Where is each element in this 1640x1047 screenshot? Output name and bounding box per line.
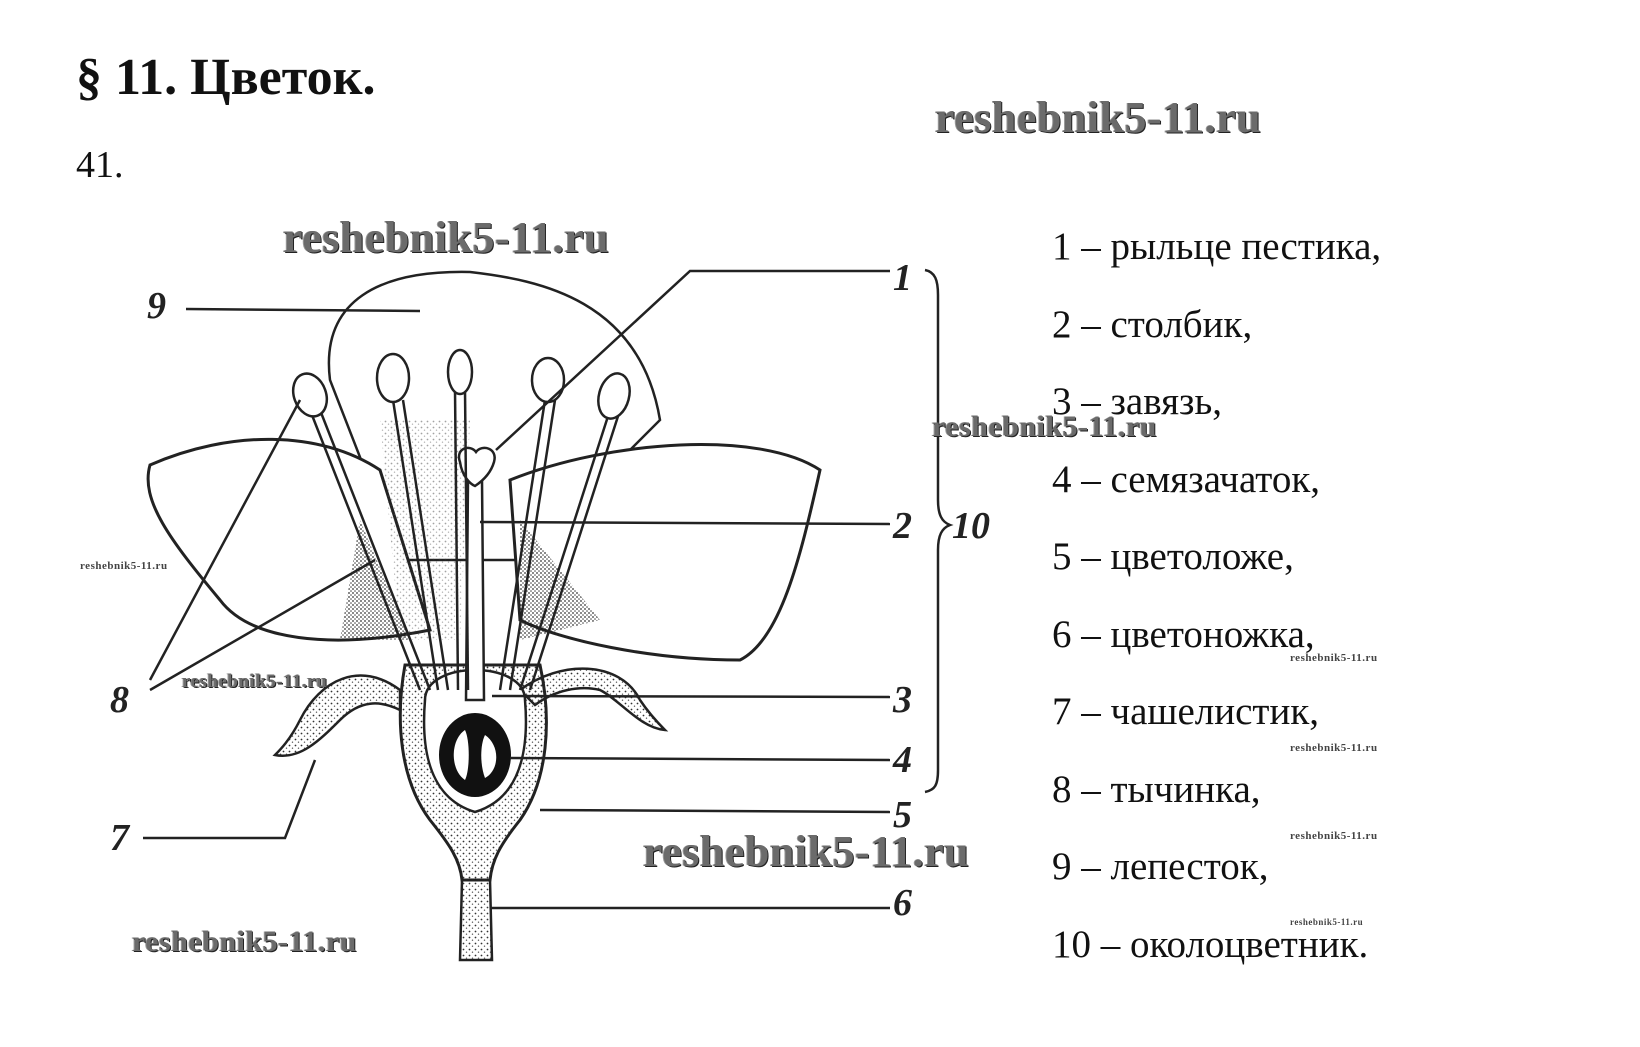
watermark-tiny-1: reshebnik5-11.ru (1290, 652, 1378, 664)
section-title: § 11. Цветок. (76, 49, 376, 106)
callout-3: 3 (892, 679, 912, 721)
legend-item: 7 – чашелистик, (1052, 690, 1320, 733)
watermark-left-mid: reshebnik5-11.ru (182, 671, 328, 692)
watermark-tiny-2: reshebnik5-11.ru (1290, 742, 1378, 754)
legend-item: 8 – тычинка, (1052, 767, 1261, 811)
callout-9: 9 (147, 285, 166, 327)
task-number: 41. (76, 144, 124, 186)
legend-list: 1 – рыльце пестика, 2 – столбик, 3 – зав… (1052, 222, 1381, 997)
watermark-top-right: reshebnik5-11.ru (935, 93, 1262, 142)
ovule-left (453, 730, 469, 780)
callout-1: 1 (893, 257, 912, 299)
watermark-tiny-4: reshebnik5-11.ru (1290, 917, 1364, 927)
legend-item: 1 – рыльце пестика, (1052, 225, 1382, 268)
callout-8: 8 (110, 679, 129, 721)
legend-item: 5 – цветоложе, (1052, 535, 1294, 578)
legend-item: 4 – семязачаток, (1052, 457, 1321, 501)
callout-2: 2 (892, 505, 912, 547)
watermark-diagram-mid: reshebnik5-11.ru (932, 410, 1157, 443)
callout-7: 7 (110, 817, 131, 859)
ovule-right (481, 735, 497, 778)
watermark-tiny-3: reshebnik5-11.ru (1290, 830, 1378, 842)
ovule-chamber (439, 713, 511, 797)
pedicel (458, 878, 494, 962)
stamens (291, 348, 631, 691)
legend-item: 6 – цветоножка, (1052, 612, 1315, 656)
legend-item: 9 – лепесток, (1052, 845, 1269, 888)
watermark-tiny-left: reshebnik5-11.ru (80, 560, 168, 572)
watermark-bottom-left: reshebnik5-11.ru (132, 925, 357, 958)
perianth-brace (924, 268, 954, 794)
legend-item: 10 – околоцветник. (1052, 922, 1369, 966)
legend-item: 3 – завязь, (1052, 380, 1222, 423)
callout-10: 10 (952, 505, 990, 547)
callout-5: 5 (893, 794, 912, 836)
watermark-lower: reshebnik5-11.ru (643, 827, 970, 876)
watermark-diagram-top: reshebnik5-11.ru (283, 213, 610, 262)
stigma (457, 446, 496, 488)
callout-4: 4 (892, 739, 912, 781)
callout-6: 6 (893, 882, 912, 924)
sepal-left (272, 674, 402, 758)
sepal-right (518, 667, 669, 732)
legend-item: 2 – столбик, (1052, 302, 1253, 346)
